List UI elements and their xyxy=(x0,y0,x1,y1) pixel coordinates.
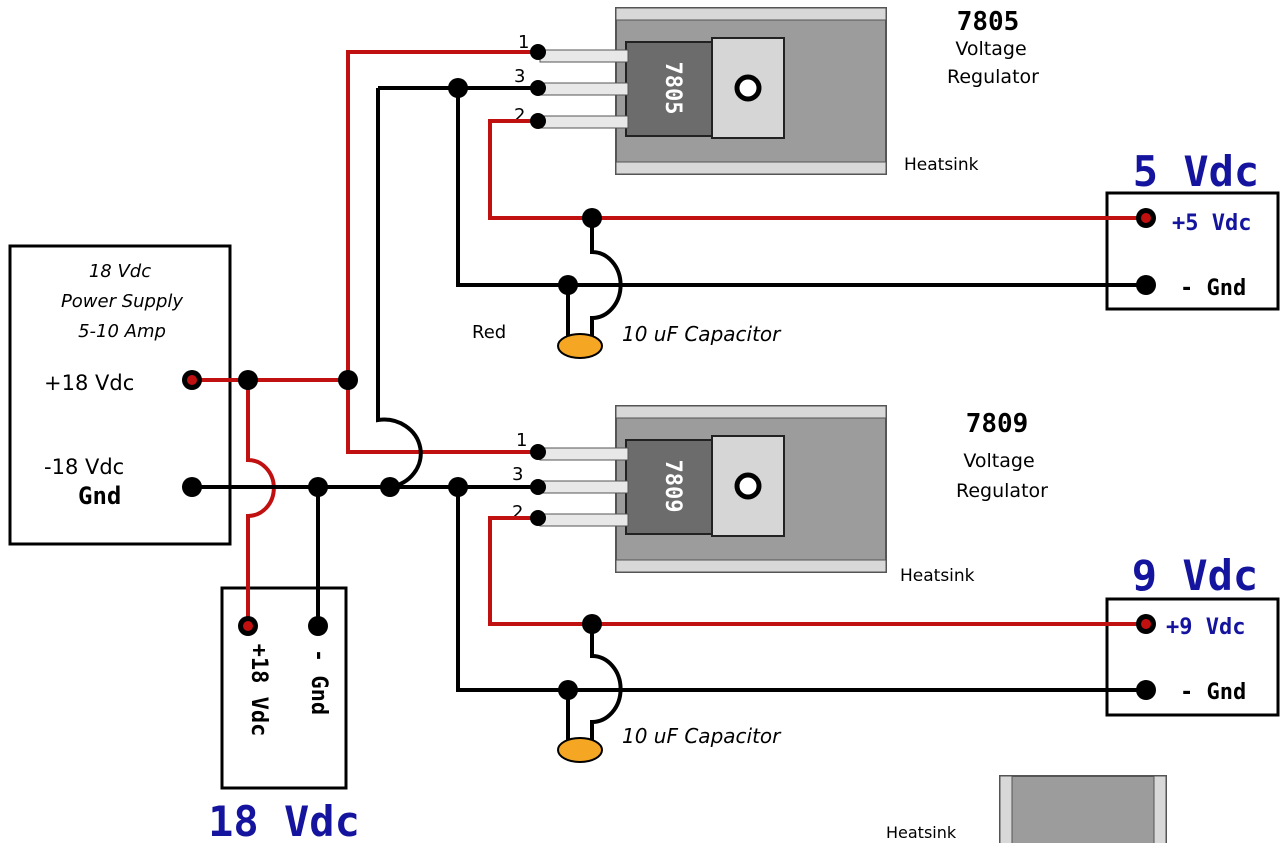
positive-terminals xyxy=(182,208,1156,636)
pin-1-label: 1 xyxy=(518,32,529,53)
output-9v-box xyxy=(1105,597,1280,717)
pin-1-label: 1 xyxy=(516,430,527,451)
capacitors: 10 uF Capacitor 10 uF Capacitor Red xyxy=(472,322,782,763)
pin-2-label: 2 xyxy=(514,105,525,126)
power-supply-line: 5-10 Amp xyxy=(78,321,166,342)
regulator-title: 7805 xyxy=(957,7,1020,37)
capacitor-icon xyxy=(557,333,603,359)
negative-terminal-label: -18 Vdc xyxy=(44,455,124,479)
ground-terminal-label: Gnd xyxy=(78,482,121,510)
junctions xyxy=(182,44,1156,700)
capacitor-label: 10 uF Capacitor xyxy=(622,322,782,346)
mounting-screw-icon xyxy=(734,74,762,102)
power-supply: 18 Vdc Power Supply 5-10 Amp +18 Vdc -18… xyxy=(8,244,232,546)
output-9v-pos-label: +9 Vdc xyxy=(1166,615,1245,640)
positive-terminal-label: +18 Vdc xyxy=(44,371,134,395)
regulator-7809: 7809 1 3 2 7809 Voltage Regulator Heatsi… xyxy=(512,405,1048,586)
chip-body-7805 xyxy=(625,41,713,137)
chip-label-7805: 7805 xyxy=(660,62,685,115)
output-18v: +18 Vdc - Gnd 18 Vdc xyxy=(208,586,360,843)
output-18v-title: 18 Vdc xyxy=(208,797,360,843)
spare-heatsink-label: Heatsink xyxy=(886,823,957,842)
output-9v-gnd-label: - Gnd xyxy=(1180,680,1246,705)
pin-3-label: 3 xyxy=(512,464,523,485)
regulator-title: 7809 xyxy=(966,409,1029,439)
pin-3-label: 3 xyxy=(514,66,525,87)
heatsink-label: Heatsink xyxy=(900,566,975,586)
chip-label-7809: 7809 xyxy=(660,460,685,513)
regulator-7805: 7805 1 3 2 7805 Voltage Regulator Heatsi… xyxy=(514,7,1039,175)
heatsink-label: Heatsink xyxy=(904,155,979,175)
output-18v-gnd-label: - Gnd xyxy=(306,649,331,715)
output-9v: 9 Vdc +9 Vdc - Gnd xyxy=(1105,551,1280,717)
output-5v-box xyxy=(1105,191,1280,311)
red-wire-label: Red xyxy=(472,322,506,343)
capacitor-icon xyxy=(557,737,603,763)
pin-2-label: 2 xyxy=(512,502,523,523)
capacitor-label: 10 uF Capacitor xyxy=(622,724,782,748)
regulator-subtitle: Regulator xyxy=(947,66,1039,88)
output-5v: 5 Vdc +5 Vdc - Gnd xyxy=(1105,147,1280,311)
regulator-subtitle: Voltage xyxy=(963,450,1034,472)
chip-body-7809 xyxy=(625,439,713,535)
spare-heatsink: Heatsink xyxy=(886,775,1167,843)
output-9v-title: 9 Vdc xyxy=(1132,551,1258,600)
power-supply-line: 18 Vdc xyxy=(89,261,151,282)
regulator-subtitle: Regulator xyxy=(956,480,1048,502)
output-5v-pos-label: +5 Vdc xyxy=(1172,211,1251,236)
output-5v-gnd-label: - Gnd xyxy=(1180,276,1246,301)
output-18v-pos-label: +18 Vdc xyxy=(246,644,271,737)
mounting-screw-icon xyxy=(734,472,762,500)
output-5v-title: 5 Vdc xyxy=(1133,147,1259,196)
regulator-subtitle: Voltage xyxy=(955,38,1026,60)
power-supply-line: Power Supply xyxy=(61,291,183,312)
ground-wires xyxy=(192,86,1150,744)
